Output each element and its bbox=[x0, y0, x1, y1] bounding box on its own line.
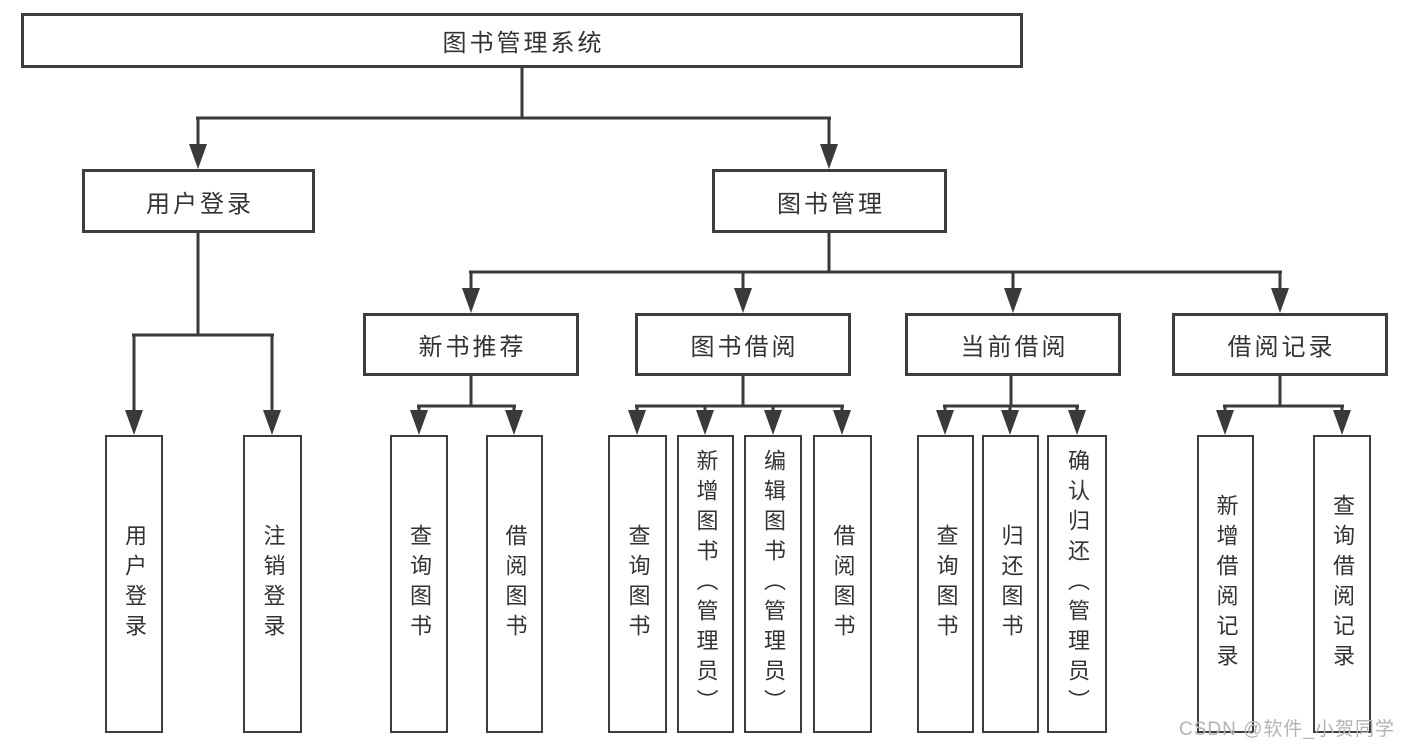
node-add-books-admin: 新增图书（管理员） bbox=[677, 435, 734, 733]
node-user-login: 用户登录 bbox=[82, 169, 315, 233]
node-query-borrow-record: 查询借阅记录 bbox=[1313, 435, 1371, 733]
node-borrow-books-borrowing: 借阅图书 bbox=[813, 435, 872, 733]
node-label: 编辑图书（管理员） bbox=[761, 449, 786, 719]
node-label: 新增借阅记录 bbox=[1213, 494, 1239, 674]
current-borrowing-connector bbox=[936, 376, 1086, 435]
node-edit-books-admin: 编辑图书（管理员） bbox=[744, 435, 802, 733]
node-logout-action: 注销登录 bbox=[243, 435, 302, 733]
node-label: 借阅图书 bbox=[830, 524, 856, 644]
node-label: 用户登录 bbox=[122, 524, 147, 644]
node-label: 借阅图书 bbox=[502, 524, 528, 644]
recommendation-connector bbox=[410, 376, 523, 435]
book-management-connector bbox=[462, 233, 1289, 313]
node-query-books-recommend: 查询图书 bbox=[390, 435, 448, 733]
node-new-book-recommendation: 新书推荐 bbox=[363, 313, 579, 376]
node-return-books: 归还图书 bbox=[982, 435, 1039, 733]
node-query-books-borrowing: 查询图书 bbox=[608, 435, 667, 733]
node-label: 归还图书 bbox=[998, 524, 1024, 644]
node-confirm-return-admin: 确认归还（管理员） bbox=[1047, 435, 1107, 733]
node-label: 查询借阅记录 bbox=[1330, 494, 1355, 674]
borrowing-records-connector bbox=[1216, 376, 1351, 435]
node-current-borrowing: 当前借阅 bbox=[905, 313, 1121, 376]
csdn-watermark: CSDN @软件_小贺同学 bbox=[1179, 719, 1395, 740]
node-query-books-current: 查询图书 bbox=[917, 435, 974, 733]
book-borrowing-connector bbox=[628, 376, 851, 435]
node-label: 查询图书 bbox=[625, 524, 651, 644]
node-borrowing-records: 借阅记录 bbox=[1172, 313, 1388, 376]
node-label: 查询图书 bbox=[407, 524, 432, 644]
node-label: 确认归还（管理员） bbox=[1065, 449, 1090, 719]
node-label: 查询图书 bbox=[933, 524, 959, 644]
node-borrow-books-recommend: 借阅图书 bbox=[486, 435, 543, 733]
node-book-borrowing: 图书借阅 bbox=[635, 313, 851, 376]
user-login-connector bbox=[125, 233, 281, 435]
node-book-management: 图书管理 bbox=[712, 169, 947, 233]
node-label: 新增图书（管理员） bbox=[693, 449, 719, 719]
node-add-borrow-record: 新增借阅记录 bbox=[1197, 435, 1254, 733]
node-label: 注销登录 bbox=[260, 524, 286, 644]
node-user-login-action: 用户登录 bbox=[105, 435, 163, 733]
root-connector bbox=[189, 68, 838, 169]
node-library-management-system: 图书管理系统 bbox=[21, 13, 1023, 68]
